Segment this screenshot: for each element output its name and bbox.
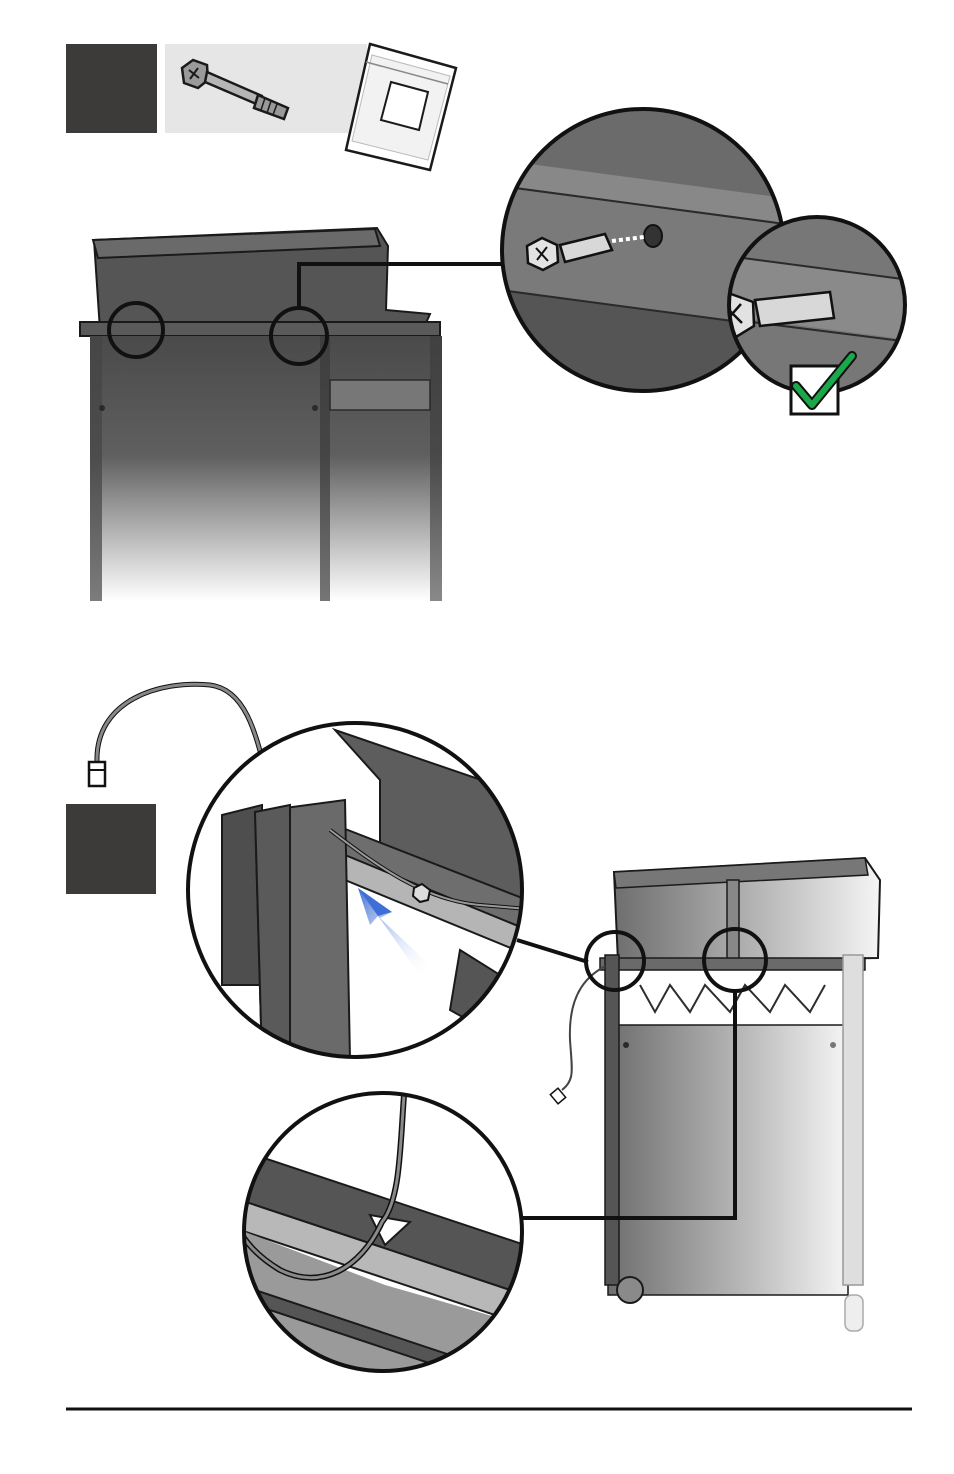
grill-cart-step-1 xyxy=(79,226,442,601)
callout-line-2 xyxy=(516,938,589,964)
zoom-circle-cable-slot xyxy=(242,1091,524,1373)
step-1-box xyxy=(66,44,157,133)
shoulder-bolt-icon xyxy=(180,58,290,121)
parts-panel xyxy=(165,44,367,133)
callout-line-3 xyxy=(520,990,737,1220)
zoom-circle-cable-routing xyxy=(186,721,524,1059)
callout-line-1 xyxy=(297,262,505,308)
check-mark-icon xyxy=(789,351,857,416)
hardware-bag-icon xyxy=(344,42,458,172)
grill-cart-step-2 xyxy=(549,856,882,1332)
zoom-circle-bolt-installed xyxy=(727,215,907,395)
insert-arrow-icon xyxy=(358,888,430,975)
step-2-box xyxy=(66,804,156,894)
detail-circle-left xyxy=(107,301,165,359)
